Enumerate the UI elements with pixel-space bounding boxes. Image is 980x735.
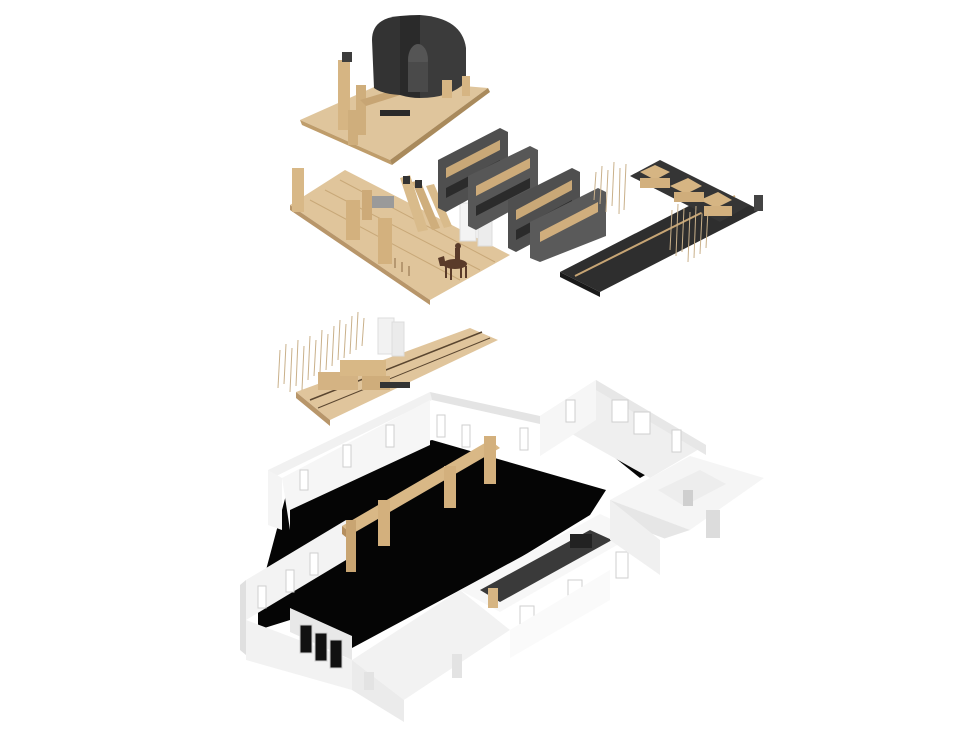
- hanging-reeds-cluster: [593, 161, 709, 263]
- building-shell-layer: [240, 380, 764, 722]
- timber-frame-structure: [342, 436, 500, 572]
- pavilion-cylinder-screen: [372, 15, 466, 98]
- front-exterior-wall: [246, 620, 352, 690]
- exhibition-layer: [290, 128, 763, 305]
- front-room-box: [352, 590, 510, 700]
- platform-wood-deck: [296, 328, 498, 420]
- display-shelving: [438, 128, 606, 262]
- horse-rider-sculpture: [438, 243, 467, 280]
- display-runway: [560, 160, 763, 297]
- platform-layer: [277, 311, 498, 426]
- building-black-floor: [258, 440, 606, 648]
- pavilion-layer: [300, 15, 490, 165]
- platform-reeds-cluster: [277, 311, 365, 393]
